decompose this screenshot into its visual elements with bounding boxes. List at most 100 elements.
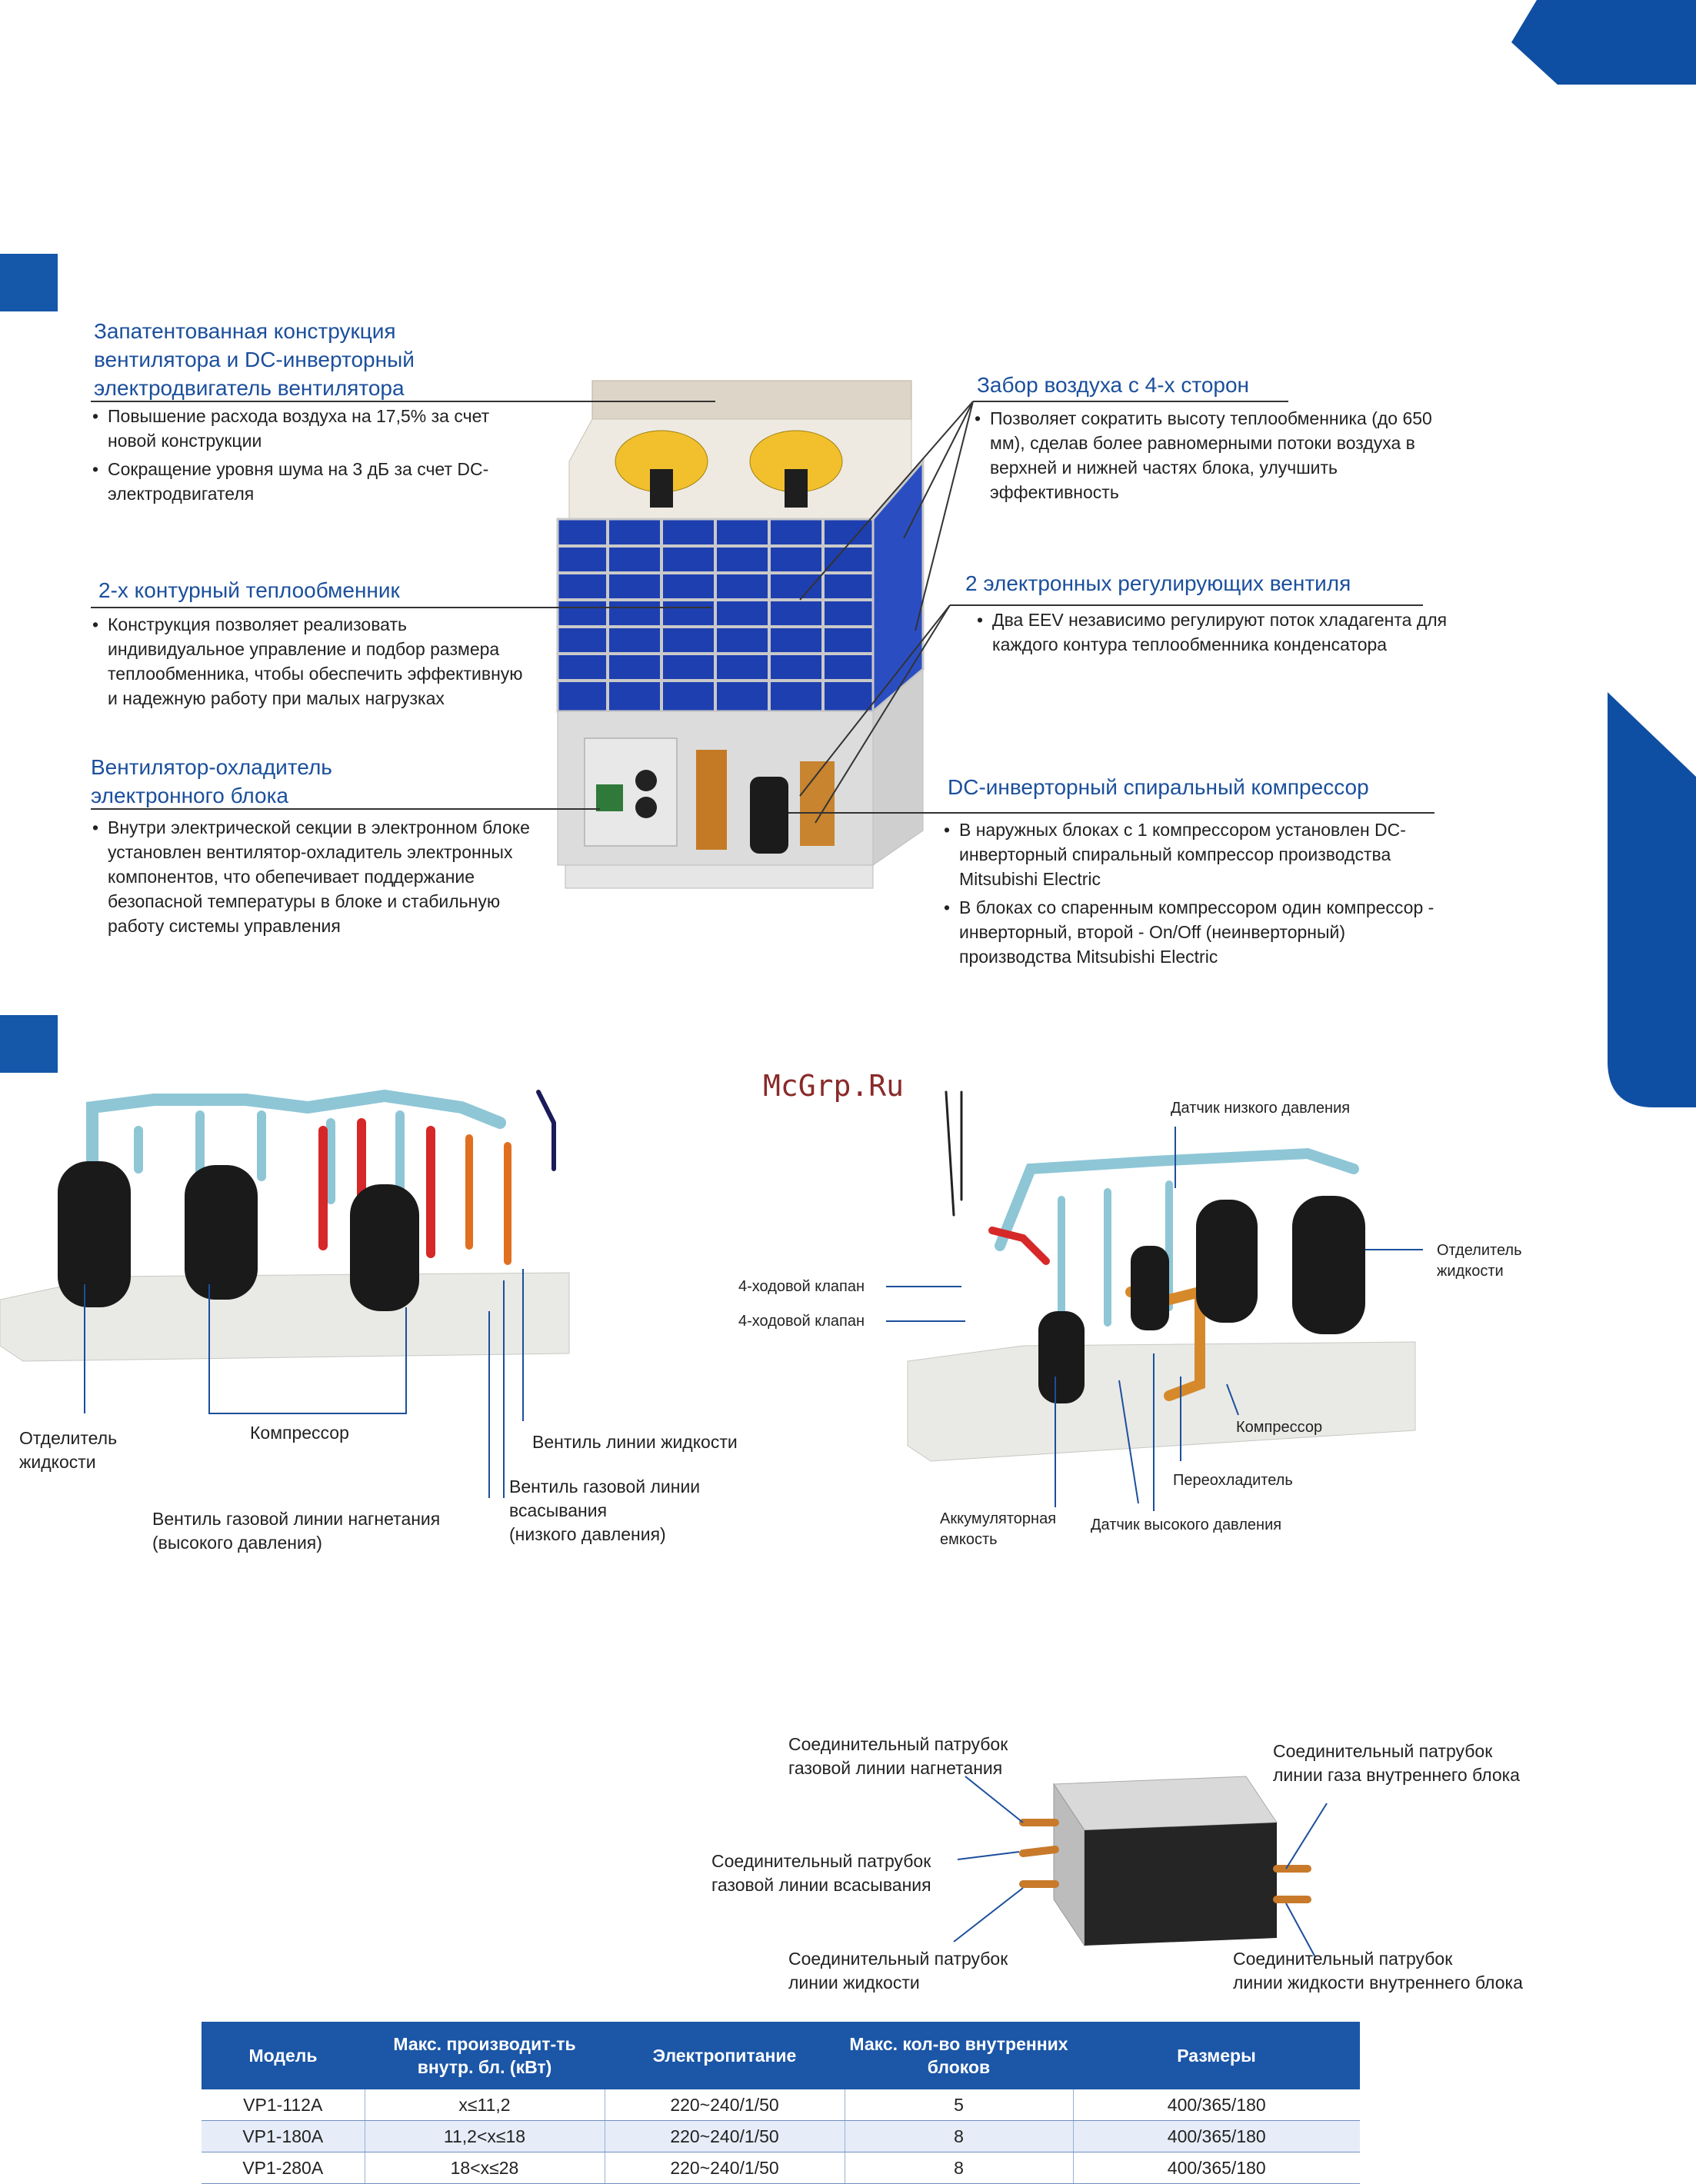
label-compressor-right: Компрессор [1236,1419,1323,1436]
table-header-row: Модель Макс. производит-ть внутр. бл. (к… [202,2022,1360,2089]
bullet-item: Конструкция позволяет реализовать индиви… [91,612,529,711]
label-line: Соединительный патрубок [711,1851,931,1871]
table-cell: 220~240/1/50 [605,2152,845,2184]
label-line: всасывания [509,1500,608,1520]
label-line: (низкого давления) [509,1524,666,1544]
table-header-cell: Электропитание [605,2022,845,2089]
label-indoor-liquid-port: Соединительный патрубок линии жидкости в… [1233,1947,1523,1995]
feature-fan-bullets: Повышение расхода воздуха на 17,5% за сч… [91,404,521,510]
table-cell: 400/365/180 [1073,2120,1360,2152]
side-tab-right [1608,692,1696,1107]
label-four-way-valve-1: 4-ходовой клапан [738,1278,865,1295]
label-line: Соединительный патрубок [788,1734,1008,1754]
table-row: VP1-112A x≤11,2 220~240/1/50 5 400/365/1… [202,2089,1360,2121]
label-line: газовой линии нагнетания [788,1758,1003,1778]
label-accumulator: Аккумуляторная емкость [940,1509,1056,1550]
section-marker-1 [0,254,58,311]
label-line: Отделитель [1437,1242,1522,1259]
label-high-pressure-sensor: Датчик высокого давления [1091,1516,1282,1533]
table-cell: x≤11,2 [365,2089,605,2121]
feature-eev-bullets: Два EEV независимо регулируют поток хлад… [975,608,1468,661]
table-cell: 8 [845,2152,1074,2184]
feature-cooling-fan-title: Вентилятор-охладитель электронного блока [91,753,332,810]
label-line: Вентиль газовой линии [509,1477,701,1497]
label-suction-gas-port: Соединительный патрубок газовой линии вс… [711,1849,931,1897]
label-line: линии газа внутреннего блока [1273,1765,1520,1785]
label-line: Отделитель [19,1428,118,1448]
feature-fan-title: Запатентованная конструкция вентилятора … [94,317,415,402]
label-compressor-left: Компрессор [250,1423,349,1443]
label-discharge-gas-port: Соединительный патрубок газовой линии на… [788,1733,1008,1780]
bullet-item: В блоках со спаренным компрессором один … [942,895,1450,969]
bullet-item: Внутри электрической секции в электронно… [91,815,545,938]
label-line: газовой линии всасывания [711,1875,931,1895]
table-cell: VP1-180A [202,2120,365,2152]
table-cell: 11,2<x≤18 [365,2120,605,2152]
label-line: Соединительный патрубок [1233,1949,1453,1969]
table-cell: VP1-112A [202,2089,365,2121]
bullet-item: Повышение расхода воздуха на 17,5% за сч… [91,404,521,453]
table-cell: 5 [845,2089,1074,2121]
feature-cooling-fan-title-line: электронного блока [91,784,289,807]
label-liquid-separator-left: Отделитель жидкости [19,1427,117,1474]
feature-fan-title-line: Запатентованная конструкция [94,319,396,343]
corner-tab-top [1511,0,1696,85]
table-row: VP1-280A 18<x≤28 220~240/1/50 8 400/365/… [202,2152,1360,2184]
table-header-cell: Макс. кол-во внутренних блоков [845,2022,1073,2089]
table-row: VP1-180A 11,2<x≤18 220~240/1/50 8 400/36… [202,2120,1360,2152]
label-line: линии жидкости [788,1973,920,1993]
table-cell: 400/365/180 [1073,2089,1360,2121]
feature-air-intake-title: Забор воздуха с 4-х сторон [977,373,1250,397]
feature-heat-exchanger-title: 2-х контурный теплообменник [98,578,400,602]
label-line: жидкости [19,1452,96,1472]
table-cell: VP1-280A [202,2152,365,2184]
watermark: McGrp.Ru [763,1069,905,1103]
table-cell: 18<x≤28 [365,2152,605,2184]
feature-cooling-fan-title-line: Вентилятор-охладитель [91,755,332,779]
table-cell: 220~240/1/50 [605,2089,845,2121]
label-line: Соединительный патрубок [788,1949,1008,1969]
label-line: линии жидкости внутреннего блока [1233,1973,1523,1993]
feature-compressor-bullets: В наружных блоках с 1 компрессором устан… [942,817,1450,973]
feature-heat-exchanger-bullets: Конструкция позволяет реализовать индиви… [91,612,529,714]
label-subcooler: Переохладитель [1173,1472,1293,1489]
label-suction-valve: Вентиль газовой линии всасывания (низког… [509,1475,700,1546]
label-line: емкость [940,1531,998,1548]
bullet-item: Два EEV независимо регулируют поток хлад… [975,608,1468,657]
table-header-cell: Размеры [1073,2022,1360,2089]
feature-fan-title-line: электродвигатель вентилятора [94,376,405,400]
bullet-item: Позволяет сократить высоту теплообменник… [973,406,1442,504]
label-discharge-valve: Вентиль газовой линии нагнетания (высоко… [152,1507,440,1555]
bullet-item: Сокращение уровня шума на 3 дБ за счет D… [91,457,521,506]
feature-air-intake-bullets: Позволяет сократить высоту теплообменник… [973,406,1442,508]
feature-cooling-fan-bullets: Внутри электрической секции в электронно… [91,815,545,942]
feature-compressor-title: DC-инверторный спиральный компрессор [948,775,1369,799]
label-liquid-valve: Вентиль линии жидкости [532,1432,738,1452]
table-cell: 400/365/180 [1073,2152,1360,2184]
label-indoor-gas-port: Соединительный патрубок линии газа внутр… [1273,1740,1520,1787]
spec-table: Модель Макс. производит-ть внутр. бл. (к… [202,2022,1360,2184]
label-four-way-valve-2: 4-ходовой клапан [738,1313,865,1330]
label-line: (высокого давления) [152,1533,322,1553]
label-line: Аккумуляторная [940,1510,1057,1527]
label-liquid-separator-right: Отделитель жидкости [1437,1240,1522,1282]
table-cell: 220~240/1/50 [605,2120,845,2152]
table-header-cell: Макс. производит-ть внутр. бл. (кВт) [365,2022,605,2089]
table-header-cell: Модель [202,2022,365,2089]
label-low-pressure-sensor: Датчик низкого давления [1171,1100,1351,1117]
label-liquid-port: Соединительный патрубок линии жидкости [788,1947,1008,1995]
label-line: Соединительный патрубок [1273,1741,1493,1761]
section-marker-2 [0,1015,58,1073]
feature-eev-title: 2 электронных регулирующих вентиля [965,571,1351,595]
bullet-item: В наружных блоках с 1 компрессором устан… [942,817,1450,891]
table-cell: 8 [845,2120,1074,2152]
feature-fan-title-line: вентилятора и DC-инверторный [94,348,415,371]
label-line: Вентиль газовой линии нагнетания [152,1509,441,1529]
label-line: жидкости [1437,1263,1504,1280]
